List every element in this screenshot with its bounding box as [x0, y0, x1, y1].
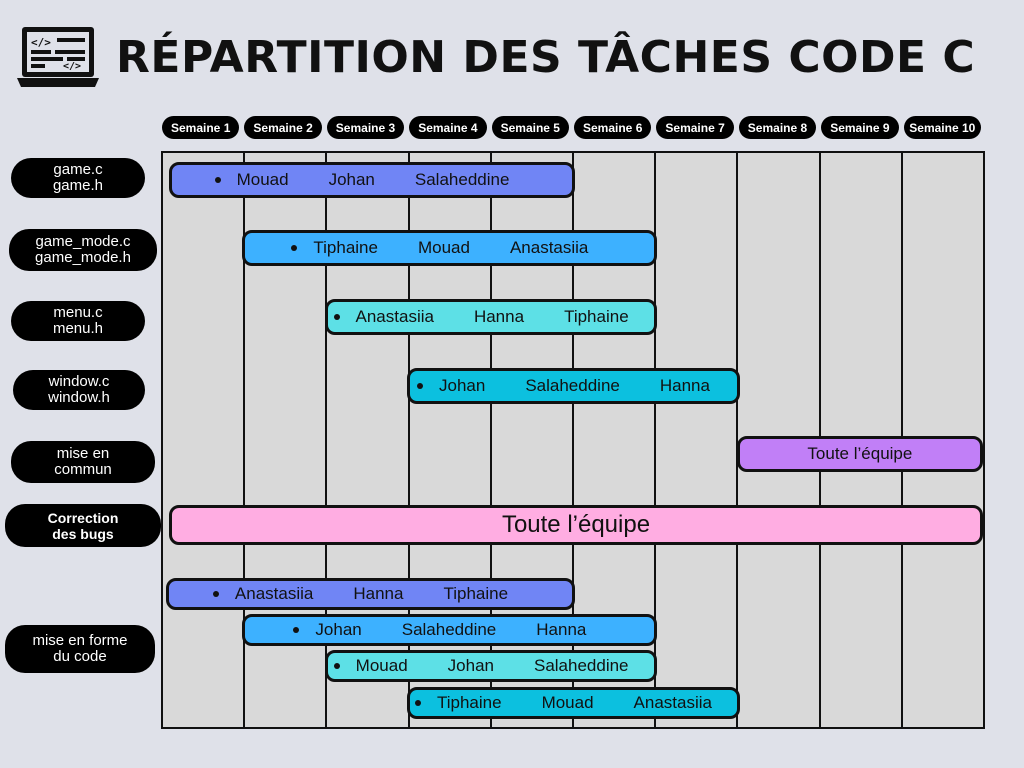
row-label: game_mode.c game_mode.h — [9, 229, 157, 271]
assignee-name: Anastasiia — [234, 584, 314, 603]
bullet-icon — [293, 627, 300, 633]
assignee-name: Hanna — [473, 307, 525, 326]
bullet-icon — [291, 245, 298, 251]
row-label: game.c game.h — [11, 158, 145, 198]
assignee-name: Hanna — [353, 584, 404, 603]
assignee-name: Salaheddine — [533, 656, 629, 675]
task-bar-text: Toute l’équipe — [807, 444, 913, 463]
task-bar[interactable]: Tiphaine Mouad Anastasiia — [407, 687, 740, 719]
task-bar[interactable]: Toute l’équipe — [736, 436, 983, 472]
assignee-name: Salaheddine — [525, 376, 620, 395]
assignee-name: Hanna — [659, 376, 710, 395]
grid-column — [163, 153, 246, 727]
assignee-list: Tiphaine Mouad Anastasiia — [414, 693, 732, 713]
assignee-name: Mouad — [236, 170, 289, 189]
assignee-name: Mouad — [355, 656, 408, 675]
assignee-name: Johan — [328, 170, 375, 189]
page-title: RÉPARTITION DES TÂCHES CODE C — [116, 32, 976, 83]
week-header-8: Semaine 8 — [738, 116, 817, 139]
assignee-name: Salaheddine — [414, 170, 510, 189]
assignee-name: Tiphaine — [443, 584, 509, 603]
week-header-1: Semaine 1 — [162, 116, 240, 139]
task-bar[interactable]: Anastasiia Hanna Tiphaine — [166, 578, 575, 610]
assignee-name: Johan — [447, 656, 494, 675]
week-header-9: Semaine 9 — [821, 116, 899, 139]
task-bar-text: Toute l’équipe — [501, 511, 651, 538]
bullet-icon — [214, 177, 221, 183]
row-label: mise en forme du code — [5, 625, 155, 673]
assignee-name: Tiphaine — [313, 238, 378, 257]
row-label: window.c window.h — [13, 370, 145, 410]
task-bar[interactable]: Mouad Johan Salaheddine — [169, 162, 575, 198]
task-bar[interactable]: Johan Salaheddine Hanna — [407, 368, 740, 404]
task-bar[interactable]: Anastasiia Hanna Tiphaine — [324, 299, 658, 335]
assignee-list: Anastasiia Hanna Tiphaine — [212, 584, 528, 604]
row-label: Correction des bugs — [5, 504, 161, 547]
assignee-name: Anastasiia — [355, 307, 434, 326]
assignee-list: Johan Salaheddine Hanna — [293, 620, 606, 640]
week-header-6: Semaine 6 — [574, 116, 652, 139]
row-label: menu.c menu.h — [11, 301, 145, 341]
assignee-name: Anastasiia — [509, 238, 589, 257]
task-bar[interactable]: Mouad Johan Salaheddine — [324, 650, 658, 682]
assignee-name: Anastasiia — [633, 693, 712, 712]
bullet-icon — [212, 591, 219, 597]
svg-text:</>: </> — [31, 36, 51, 49]
week-header-3: Semaine 3 — [326, 116, 405, 139]
week-header-7: Semaine 7 — [656, 116, 734, 139]
assignee-name: Johan — [315, 620, 362, 639]
assignee-list: Johan Salaheddine Hanna — [417, 376, 730, 396]
week-header-10: Semaine 10 — [903, 116, 981, 139]
bullet-icon — [333, 314, 340, 320]
task-bar[interactable]: Toute l’équipe — [169, 505, 983, 545]
bullet-icon — [333, 663, 340, 669]
assignee-list: Mouad Johan Salaheddine — [214, 170, 530, 190]
assignee-list: Anastasiia Hanna Tiphaine — [333, 307, 649, 327]
assignee-name: Mouad — [417, 238, 470, 257]
code-laptop-icon: </> </> — [17, 27, 99, 87]
week-header-5: Semaine 5 — [491, 116, 569, 139]
assignee-name: Salaheddine — [401, 620, 497, 639]
week-header-2: Semaine 2 — [244, 116, 322, 139]
grid-column — [656, 153, 739, 727]
assignee-list: Mouad Johan Salaheddine — [333, 656, 649, 676]
row-label: mise en commun — [11, 441, 155, 483]
assignee-name: Tiphaine — [564, 307, 629, 326]
assignee-name: Tiphaine — [436, 693, 502, 712]
bullet-icon — [417, 383, 423, 389]
assignee-name: Mouad — [541, 693, 594, 712]
svg-text:</>: </> — [63, 61, 81, 72]
week-header-4: Semaine 4 — [409, 116, 487, 139]
assignee-list: Tiphaine Mouad Anastasiia — [291, 238, 608, 258]
bullet-icon — [414, 700, 421, 706]
assignee-name: Hanna — [536, 620, 587, 639]
assignee-name: Johan — [439, 376, 486, 395]
task-bar[interactable]: Tiphaine Mouad Anastasiia — [242, 230, 658, 266]
task-bar[interactable]: Johan Salaheddine Hanna — [242, 614, 658, 646]
